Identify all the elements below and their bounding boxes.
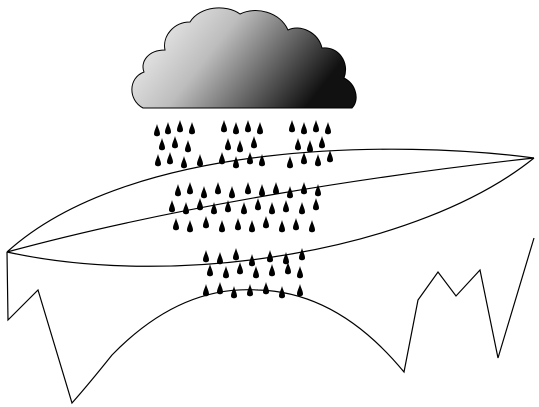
raindrop (315, 184, 321, 196)
rain-cloud-icon (132, 8, 356, 108)
raindrop (233, 156, 239, 168)
raindrop (307, 140, 313, 152)
raindrop (309, 220, 315, 232)
raindrop (187, 182, 193, 194)
rain-drops (154, 120, 333, 298)
raindrop (165, 122, 171, 134)
raindrop (301, 122, 307, 134)
raindrop (297, 284, 303, 296)
raindrop (255, 198, 261, 210)
raindrop (177, 120, 183, 132)
raindrop (245, 182, 251, 194)
raindrop (301, 182, 307, 194)
raindrop (207, 264, 213, 276)
raindrop (183, 202, 189, 214)
raindrop (287, 156, 293, 168)
raindrop (249, 220, 255, 232)
raindrop (223, 266, 229, 278)
raindrop (263, 282, 269, 294)
terrain-profile (7, 238, 534, 403)
raindrop (279, 286, 285, 298)
raindrop (257, 122, 263, 134)
raindrop (185, 140, 191, 152)
raindrop (315, 154, 321, 166)
raindrop (241, 202, 247, 214)
raindrop (167, 152, 173, 164)
raindrop (293, 218, 299, 230)
raindrop (297, 266, 303, 278)
raindrop (283, 200, 289, 212)
raindrop (251, 136, 257, 148)
raindrop (327, 150, 333, 162)
raindrop (155, 154, 161, 166)
raindrop (219, 220, 225, 232)
raindrop (279, 220, 285, 232)
raindrop (299, 202, 305, 214)
raindrop (233, 248, 239, 260)
raindrop (229, 186, 235, 198)
raindrop (197, 154, 203, 166)
raindrop (197, 198, 203, 210)
raindrop (201, 186, 207, 198)
raindrop (289, 120, 295, 132)
raindrop (313, 120, 319, 132)
raindrop (301, 152, 307, 164)
raindrop (203, 284, 209, 296)
raindrop (181, 156, 187, 168)
raindrop (231, 286, 237, 298)
raindrop (259, 154, 265, 166)
raindrop (235, 218, 241, 230)
raindrop (267, 250, 273, 262)
raindrop (172, 136, 178, 148)
raindrop (154, 124, 160, 136)
raindrop (203, 216, 209, 228)
raindrop (263, 216, 269, 228)
raindrop (233, 122, 239, 134)
raindrop (319, 136, 325, 148)
raindrop (211, 202, 217, 214)
raindrop (215, 182, 221, 194)
raindrop (273, 182, 279, 194)
raindrop (245, 120, 251, 132)
raindrop (159, 138, 165, 150)
raindrop (169, 200, 175, 212)
raindrop (203, 250, 209, 262)
raindrop (299, 248, 305, 260)
raindrop (325, 122, 331, 134)
raindrop (237, 140, 243, 152)
raindrop (219, 152, 225, 164)
raindrop (217, 282, 223, 294)
raindrop (221, 120, 227, 132)
raindrop (217, 252, 223, 264)
raindrop (189, 122, 195, 134)
raindrop (295, 138, 301, 150)
raindrop (287, 186, 293, 198)
raindrop (259, 184, 265, 196)
raindrop (253, 266, 259, 278)
raindrop (269, 202, 275, 214)
raindrop (247, 284, 253, 296)
raindrop (249, 254, 255, 266)
raindrop (187, 220, 193, 232)
raindrop (173, 218, 179, 230)
raindrop (313, 198, 319, 210)
raindrop (247, 152, 253, 164)
raindrop (225, 138, 231, 150)
raindrop (237, 262, 243, 274)
raindrop (175, 184, 181, 196)
raindrop (269, 264, 275, 276)
